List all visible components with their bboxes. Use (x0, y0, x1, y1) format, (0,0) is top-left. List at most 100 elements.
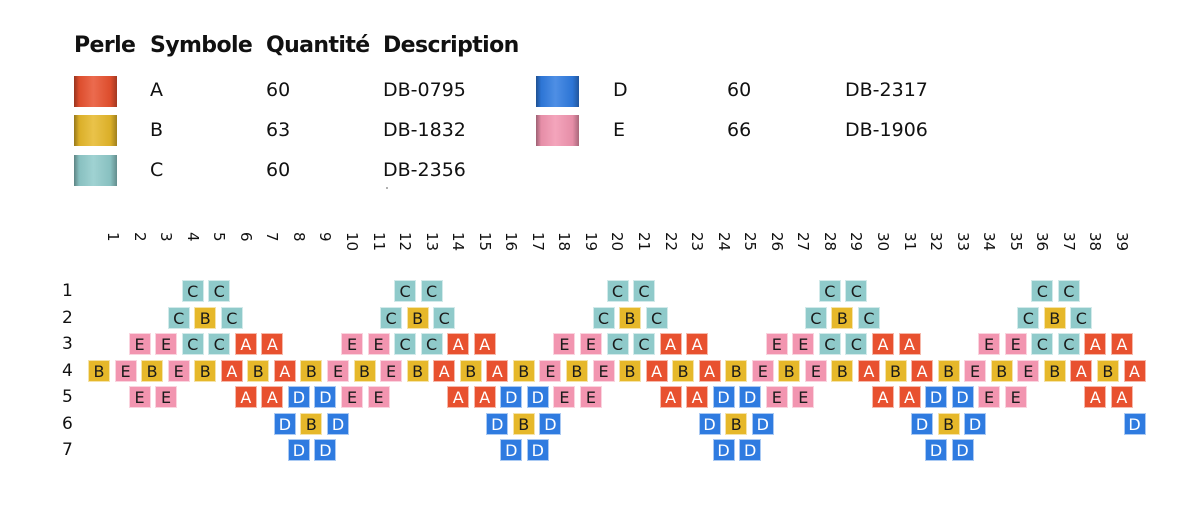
bead-b: B (672, 359, 695, 382)
bead-c: C (633, 280, 655, 302)
row-label: 6 (62, 413, 73, 434)
bead-d: D (327, 412, 349, 435)
bead-c: C (606, 280, 629, 302)
bead-e: E (114, 359, 137, 382)
bead-d: D (911, 412, 934, 435)
bead-a: A (261, 333, 284, 356)
bead-swatch-b (74, 115, 117, 146)
bead-e: E (128, 333, 151, 356)
legend-header-quantite: Quantité (266, 33, 370, 58)
bead-d: D (500, 439, 523, 462)
column-label: 38 (1086, 232, 1105, 252)
bead-c: C (1070, 306, 1093, 329)
column-label: 2 (130, 232, 149, 242)
column-label: 18 (555, 232, 574, 252)
bead-b: B (247, 359, 270, 382)
column-label: 29 (847, 232, 866, 252)
bead-d: D (287, 386, 310, 409)
column-label: 10 (342, 232, 361, 252)
bead-c: C (845, 280, 868, 302)
column-label: 3 (157, 232, 176, 242)
bead-b: B (406, 306, 429, 329)
bead-e: E (964, 359, 987, 382)
bead-d: D (526, 386, 549, 409)
bead-b: B (937, 412, 960, 435)
bead-d: D (500, 386, 523, 409)
bead-c: C (394, 280, 417, 302)
bead-b: B (1043, 359, 1066, 382)
bead-a: A (1084, 333, 1107, 356)
row-label: 1 (62, 281, 73, 301)
bead-a: A (898, 333, 921, 356)
bead-a: A (686, 333, 709, 356)
bead-a: A (1084, 386, 1107, 409)
bead-c: C (1057, 280, 1080, 302)
bead-c: C (645, 306, 668, 329)
column-label: 35 (1006, 232, 1025, 252)
bead-e: E (128, 386, 151, 409)
bead-a: A (1110, 333, 1133, 356)
column-label: 1 (104, 232, 122, 242)
bead-c: C (181, 280, 204, 302)
bead-c: C (181, 333, 204, 356)
bead-a: A (261, 386, 284, 409)
legend-quantity: 60 (727, 79, 752, 101)
bead-a: A (659, 386, 682, 409)
bead-d: D (751, 412, 774, 435)
bead-a: A (433, 359, 456, 382)
bead-d: D (273, 412, 296, 435)
legend-header-description: Description (383, 33, 519, 58)
bead-c: C (804, 306, 827, 329)
bead-a: A (872, 333, 894, 356)
bead-d: D (925, 386, 948, 409)
bead-b: B (459, 359, 482, 382)
legend-header-symbole: Symbole (150, 33, 253, 58)
bead-b: B (1043, 306, 1066, 329)
bead-a: A (698, 359, 721, 382)
column-label: 31 (900, 232, 919, 252)
row-label: 5 (62, 387, 73, 408)
column-label: 6 (236, 232, 255, 242)
bead-d: D (486, 412, 509, 435)
bead-d: D (526, 439, 549, 462)
bead-e: E (978, 386, 1001, 409)
column-label: 9 (316, 232, 335, 242)
bead-e: E (765, 386, 788, 409)
bead-b: B (194, 306, 217, 329)
column-label: 33 (953, 232, 972, 252)
column-label: 4 (183, 232, 202, 242)
bead-b: B (565, 359, 588, 382)
row-label: 3 (62, 334, 73, 355)
column-label: 11 (369, 232, 388, 252)
legend-quantity: 60 (266, 79, 291, 101)
legend-description: DB-2356 (383, 159, 466, 181)
bead-b: B (88, 359, 110, 382)
legend-symbol: E (613, 119, 626, 141)
bead-a: A (273, 359, 296, 382)
bead-b: B (619, 359, 641, 382)
bead-d: D (539, 412, 562, 435)
bead-c: C (858, 306, 880, 329)
bead-c: C (167, 306, 190, 329)
bead-b: B (1096, 359, 1119, 382)
bead-c: C (394, 333, 417, 356)
bead-d: D (698, 412, 721, 435)
column-label: 23 (688, 232, 707, 252)
bead-c: C (380, 306, 403, 329)
bead-e: E (1004, 333, 1027, 356)
bead-a: A (447, 386, 470, 409)
bead-c: C (208, 280, 231, 302)
column-label: 25 (741, 232, 760, 252)
legend-quantity: 63 (266, 119, 291, 141)
bead-c: C (420, 333, 443, 356)
legend-quantity: 60 (266, 159, 291, 181)
bead-c: C (606, 333, 629, 356)
bead-e: E (579, 386, 602, 409)
column-label: 8 (289, 232, 308, 242)
bead-c: C (818, 333, 841, 356)
bead-a: A (234, 386, 257, 409)
bead-b: B (141, 359, 164, 382)
bead-b: B (725, 359, 748, 382)
column-label: 37 (1059, 232, 1078, 252)
bead-b: B (884, 359, 907, 382)
